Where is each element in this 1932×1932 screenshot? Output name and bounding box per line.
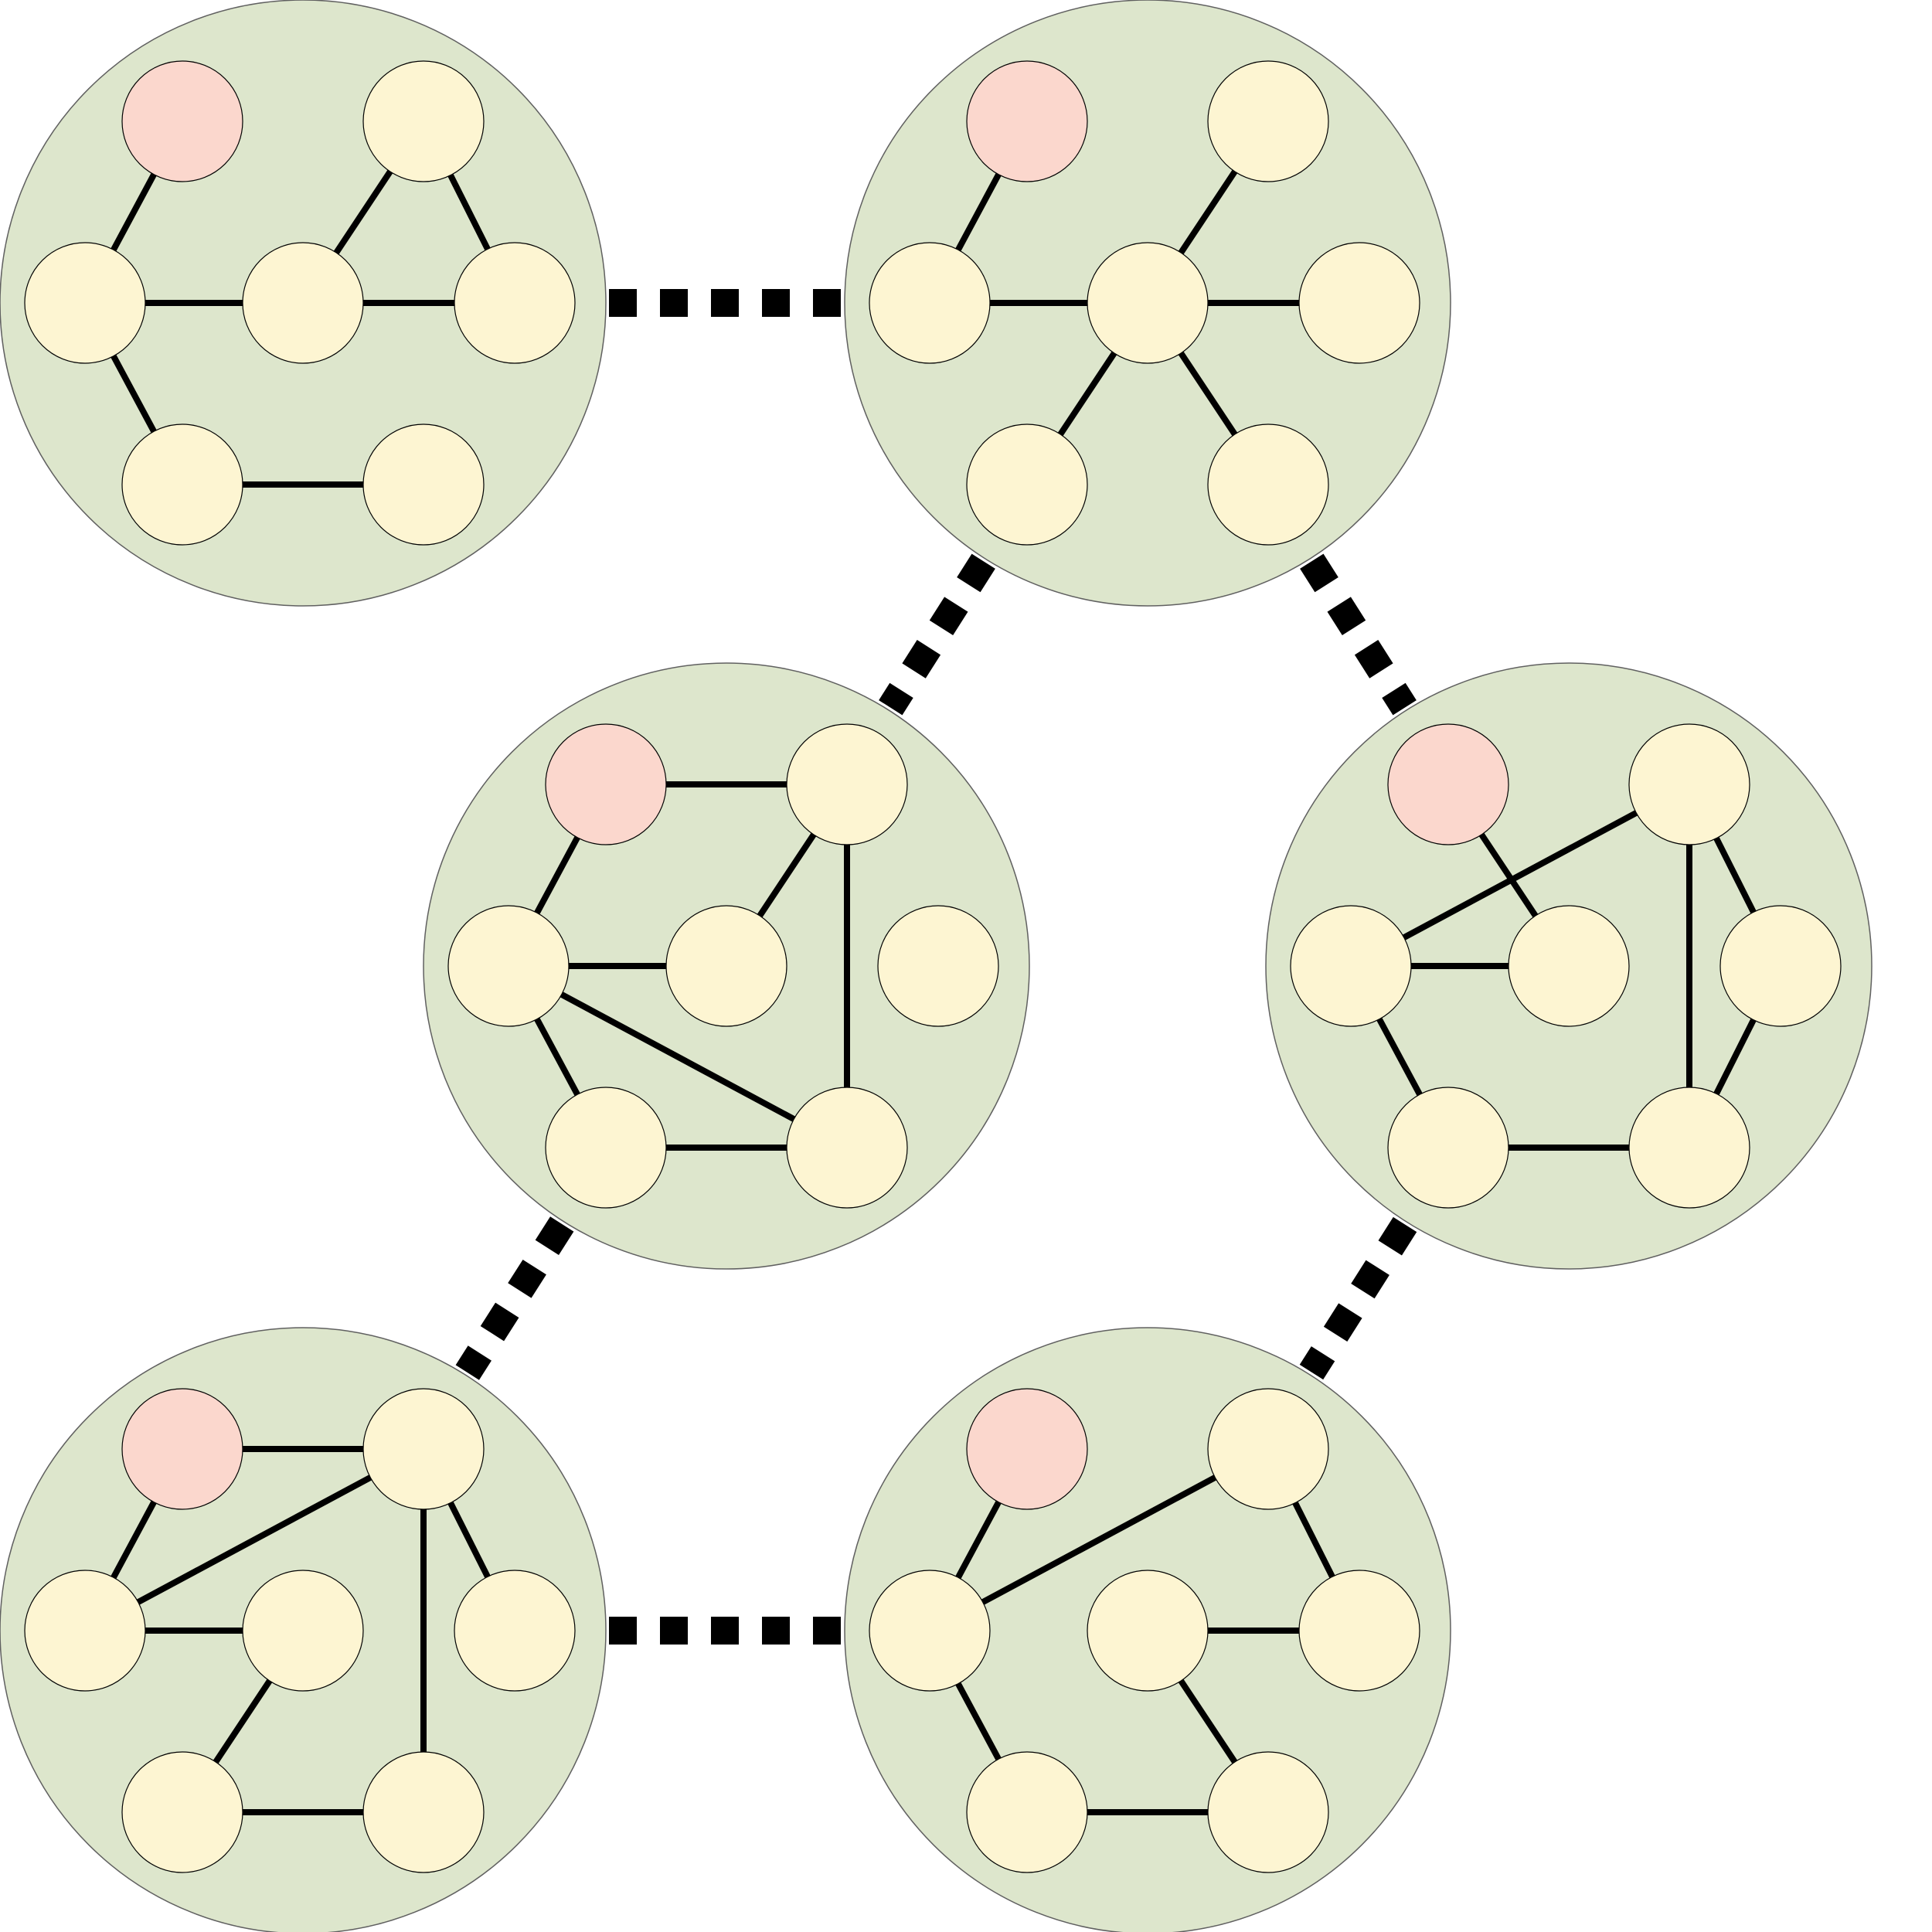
cluster-link-top-right-to-middle-left	[879, 553, 995, 716]
graph-node	[24, 1570, 146, 1692]
graph-node	[1719, 905, 1842, 1027]
graph-node	[869, 1570, 991, 1692]
graph-node	[1387, 1087, 1509, 1209]
graph-node	[242, 1570, 364, 1692]
graph-node	[877, 905, 999, 1027]
graph-node	[1207, 423, 1329, 546]
cluster-link-top-right-to-middle-right	[1300, 553, 1417, 716]
clusters	[0, 0, 1872, 1932]
graph-node	[1087, 1570, 1209, 1692]
root-node	[545, 723, 667, 845]
graph-node	[1207, 1388, 1329, 1510]
graph-node	[1207, 1751, 1329, 1873]
graph-node	[966, 1751, 1088, 1873]
cluster-top-right	[844, 0, 1451, 607]
graph-edge	[83, 1446, 425, 1634]
graph-node	[1298, 1570, 1420, 1692]
graph-node	[1628, 723, 1750, 845]
graph-node	[1290, 905, 1412, 1027]
cluster-bottom-right	[844, 1327, 1451, 1932]
cluster-link-middle-right-to-bottom-right	[1299, 1216, 1417, 1380]
graph-node	[121, 423, 243, 546]
graph-node	[447, 905, 570, 1027]
graph-node	[362, 423, 485, 546]
graph-node	[362, 1388, 485, 1510]
graph-node	[786, 723, 908, 845]
graph-node	[362, 1751, 485, 1873]
cluster-bottom-left	[0, 1327, 607, 1932]
root-node	[121, 1388, 243, 1510]
cluster-links	[455, 289, 1417, 1645]
graph-node	[869, 242, 991, 364]
cluster-middle-right	[1265, 662, 1872, 1270]
graph-edge	[1349, 781, 1691, 969]
graph-node	[121, 1751, 243, 1873]
graph-node	[1508, 905, 1630, 1027]
graph-node	[1298, 242, 1420, 364]
root-node	[966, 1388, 1088, 1510]
graph-node	[362, 60, 485, 182]
graph-node	[1628, 1087, 1750, 1209]
graph-node	[1087, 242, 1209, 364]
root-node	[121, 60, 243, 182]
root-node	[1387, 723, 1509, 845]
cluster-middle-left	[423, 662, 1030, 1270]
graph-node	[454, 1570, 576, 1692]
graph-node	[966, 423, 1088, 546]
graph-node	[242, 242, 364, 364]
graph-node	[665, 905, 787, 1027]
graph-node	[1207, 60, 1329, 182]
graph-edge	[507, 963, 849, 1151]
root-node	[966, 60, 1088, 182]
cluster-link-middle-left-to-bottom-left	[455, 1216, 574, 1380]
graph-node	[454, 242, 576, 364]
graph-node	[545, 1087, 667, 1209]
graph-node	[786, 1087, 908, 1209]
graph-edge	[928, 1446, 1270, 1634]
graph-node	[24, 242, 146, 364]
cluster-top-left	[0, 0, 607, 607]
